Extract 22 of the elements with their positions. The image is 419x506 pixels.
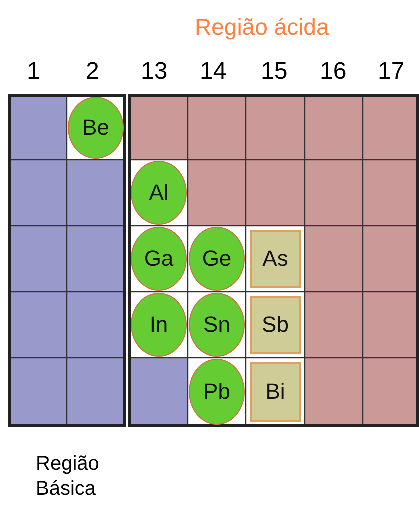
- element-symbol: Sb: [262, 312, 289, 338]
- group-number: 16: [320, 58, 347, 86]
- group-number: 15: [261, 58, 288, 86]
- group-number: 17: [378, 58, 405, 86]
- group-number: 2: [86, 58, 100, 86]
- element-symbol: Be: [82, 115, 110, 141]
- element-tile: [250, 230, 301, 288]
- element-symbol: In: [150, 312, 168, 338]
- element-symbol: Ga: [144, 246, 174, 272]
- group-number: 14: [200, 58, 227, 86]
- element-tile: [250, 362, 301, 422]
- element-tile: [250, 296, 301, 354]
- element-symbol: Al: [149, 180, 169, 206]
- element-symbol: Pb: [204, 379, 230, 405]
- group-number: 1: [27, 58, 40, 86]
- element-symbol: Bi: [266, 379, 286, 405]
- group-number: 13: [141, 58, 168, 86]
- element-symbol: Ge: [202, 246, 232, 272]
- region-label: Região ácida: [195, 14, 330, 41]
- element-symbol: Sn: [204, 312, 230, 338]
- element-symbol: As: [262, 246, 288, 272]
- region-label: Região Básica: [36, 452, 100, 502]
